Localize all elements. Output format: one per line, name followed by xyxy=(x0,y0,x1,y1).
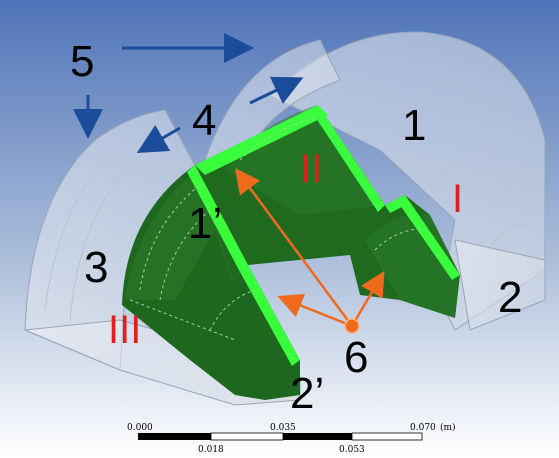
callout-2-prime: 2’ xyxy=(290,369,324,418)
scale-label-053: 0.053 xyxy=(339,445,365,455)
scale-seg-1 xyxy=(138,433,211,440)
scale-bar: 0.000 0.035 0.070 (m) 0.018 0.053 xyxy=(127,422,456,455)
scale-seg-2 xyxy=(210,432,284,441)
callout-4: 4 xyxy=(192,96,216,145)
scale-label-070: 0.070 xyxy=(410,423,436,433)
arrow-4-left xyxy=(136,124,181,154)
scale-seg-4 xyxy=(351,432,423,441)
region-II-label: II xyxy=(300,147,322,191)
callout-5: 5 xyxy=(70,37,94,86)
arrow-6-right xyxy=(350,270,385,327)
scale-label-035: 0.035 xyxy=(270,423,296,433)
scale-label-018: 0.018 xyxy=(198,445,224,455)
solid-section xyxy=(122,105,460,400)
region-I-label: I xyxy=(452,177,463,221)
ghost-geometry xyxy=(24,31,546,406)
callout-2: 2 xyxy=(498,273,522,322)
callout-3: 3 xyxy=(84,243,108,292)
region-III-label: III xyxy=(108,308,141,352)
arrow-4-right xyxy=(249,76,304,105)
scale-label-0: 0.000 xyxy=(127,423,153,433)
scale-seg-3 xyxy=(283,433,352,440)
callout-1-prime: 1’ xyxy=(188,199,222,248)
arrow-6-up xyxy=(235,167,354,327)
arrow-6-left xyxy=(277,293,353,328)
ghost-edges xyxy=(44,59,526,321)
callout-6: 6 xyxy=(344,333,368,382)
blue-arrows xyxy=(73,33,304,154)
scale-unit: (m) xyxy=(440,422,456,433)
orange-arrows xyxy=(235,167,385,328)
point-6-marker xyxy=(344,318,360,334)
callout-1: 1 xyxy=(402,101,426,150)
